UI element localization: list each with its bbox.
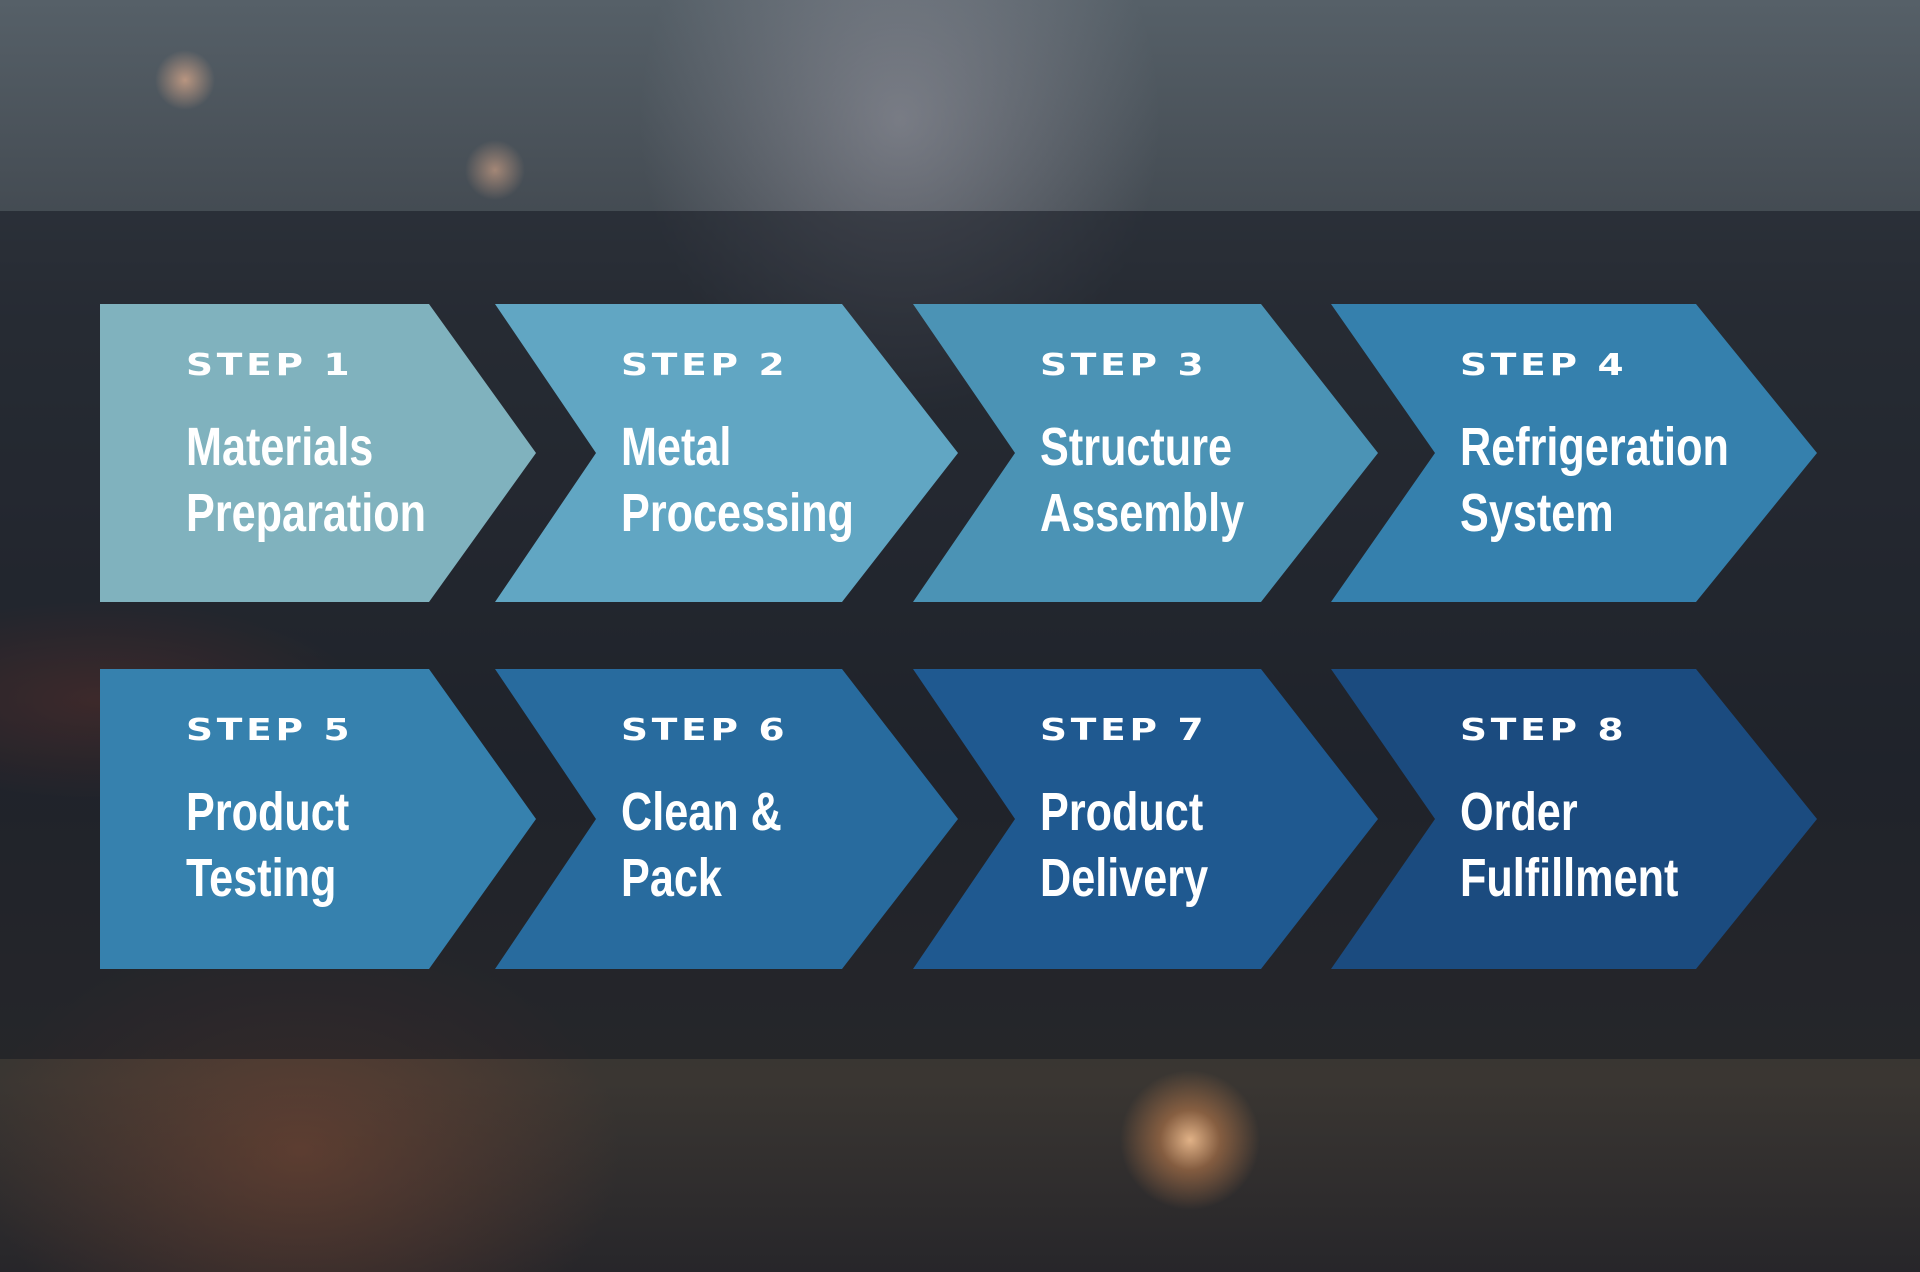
step-number-label: STEP 4 [1460, 348, 1628, 383]
step-number-label: STEP 6 [621, 713, 789, 748]
step-title-line1: Structure [1040, 417, 1233, 477]
step-title-line2: Testing [186, 848, 337, 908]
chevron-step-2 [495, 304, 958, 602]
chevron-step-6 [495, 669, 958, 969]
step-number-label: STEP 1 [186, 348, 354, 383]
step-title-line1: Metal [621, 417, 732, 477]
chevron-step-4 [1331, 304, 1817, 602]
step-number-label: STEP 3 [1040, 348, 1208, 383]
chevron-step-5 [100, 669, 536, 969]
chevron-step-8 [1331, 669, 1817, 969]
step-title-line1: Materials [186, 417, 374, 477]
step-title-line2: Delivery [1040, 848, 1209, 908]
step-title-line2: Fulfillment [1460, 848, 1679, 908]
step-title-line2: Pack [621, 848, 722, 908]
step-number-label: STEP 8 [1460, 713, 1628, 748]
step-title-line1: Clean & [621, 782, 782, 842]
step-number-label: STEP 2 [621, 348, 789, 383]
step-title-line2: Preparation [186, 483, 427, 543]
chevron-step-7 [913, 669, 1378, 969]
chevron-step-3 [913, 304, 1378, 602]
chevron-step-1 [100, 304, 536, 602]
step-title-line1: Refrigeration [1460, 417, 1729, 477]
step-number-label: STEP 5 [186, 713, 354, 748]
step-title-line1: Product [1040, 782, 1204, 842]
step-number-label: STEP 7 [1040, 713, 1208, 748]
step-title-line2: Assembly [1040, 483, 1245, 543]
step-title-line1: Order [1460, 782, 1578, 842]
step-title-line1: Product [186, 782, 350, 842]
step-title-line2: System [1460, 483, 1614, 543]
step-title-line2: Processing [621, 483, 854, 543]
